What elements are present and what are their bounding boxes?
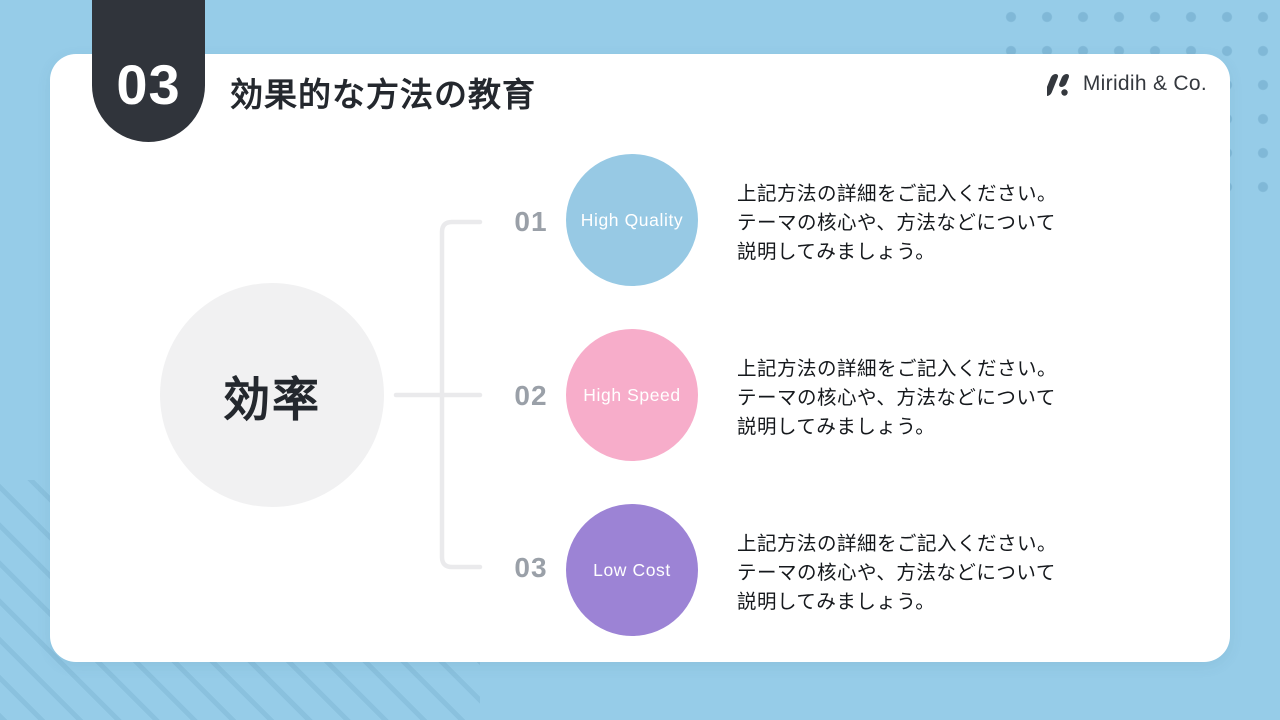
item-number-01: 01 bbox=[514, 206, 548, 237]
item-description-3: 上記方法の詳細をご記入ください。 テーマの核心や、方法などについて 説明してみま… bbox=[737, 530, 1057, 617]
item-label-high-quality: High Quality bbox=[580, 209, 684, 230]
item-description-1: 上記方法の詳細をご記入ください。 テーマの核心や、方法などについて 説明してみま… bbox=[737, 180, 1057, 267]
description-line: テーマの核心や、方法などについて bbox=[737, 387, 1056, 409]
description-line: テーマの核心や、方法などについて bbox=[737, 562, 1056, 584]
item-number-03: 03 bbox=[514, 552, 548, 583]
description-line: 説明してみましょう。 bbox=[737, 416, 936, 438]
description-line: 上記方法の詳細をご記入ください。 bbox=[737, 533, 1058, 555]
item-label-high-speed: High Speed bbox=[583, 384, 681, 405]
brand-logo: Miridih & Co. bbox=[1046, 72, 1207, 96]
root-topic-circle: 効率 bbox=[160, 283, 384, 507]
item-label-low-cost: Low Cost bbox=[593, 559, 671, 580]
brand-logo-text: Miridih & Co. bbox=[1082, 72, 1207, 95]
description-line: 上記方法の詳細をご記入ください。 bbox=[737, 183, 1058, 205]
section-number-badge: 03 bbox=[92, 0, 205, 142]
root-topic-label: 効率 bbox=[223, 372, 321, 426]
section-number: 03 bbox=[116, 52, 181, 116]
bracket-connector-lines bbox=[393, 219, 483, 570]
miridih-logo-icon bbox=[1046, 74, 1069, 96]
description-line: テーマの核心や、方法などについて bbox=[737, 212, 1056, 234]
description-line: 上記方法の詳細をご記入ください。 bbox=[737, 358, 1058, 380]
item-circle-high-speed: High Speed bbox=[566, 329, 698, 461]
description-line: 説明してみましょう。 bbox=[737, 241, 936, 263]
item-number-02: 02 bbox=[514, 380, 548, 411]
item-circle-low-cost: Low Cost bbox=[566, 504, 698, 636]
item-description-2: 上記方法の詳細をご記入ください。 テーマの核心や、方法などについて 説明してみま… bbox=[737, 355, 1057, 442]
page-title: 効果的な方法の教育 bbox=[230, 76, 536, 113]
item-circle-high-quality: High Quality bbox=[566, 154, 698, 286]
description-line: 説明してみましょう。 bbox=[737, 591, 936, 613]
